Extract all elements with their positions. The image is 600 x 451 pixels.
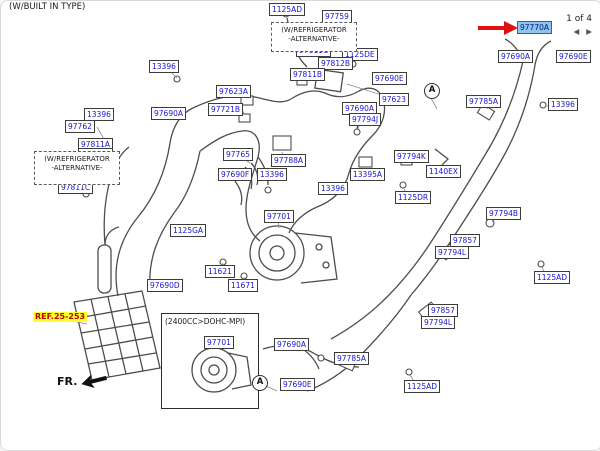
engine-variant-inset-box bbox=[161, 313, 259, 409]
group-note-line: (W/REFRIGERATOR bbox=[281, 26, 347, 34]
part-label-11621[interactable]: 11621 bbox=[205, 265, 235, 278]
refrigerator-alternative-group: (W/REFRIGERATOR-ALTERNATIVE- bbox=[271, 22, 357, 52]
pagination: 1 of 4 ◀ ▶ bbox=[566, 14, 592, 36]
part-label-97721b[interactable]: 97721B bbox=[208, 103, 244, 116]
part-label-97701[interactable]: 97701 bbox=[264, 210, 294, 223]
part-label-97794l[interactable]: 97794L bbox=[421, 316, 456, 329]
part-label-97785a[interactable]: 97785A bbox=[334, 352, 369, 365]
part-label-97788a[interactable]: 97788A bbox=[271, 154, 306, 167]
part-label-97690e[interactable]: 97690E bbox=[280, 378, 315, 391]
part-label-97857[interactable]: 97857 bbox=[450, 234, 480, 247]
part-label-97690e[interactable]: 97690E bbox=[556, 50, 591, 63]
part-label-13395a[interactable]: 13395A bbox=[350, 168, 385, 181]
detail-marker-a: A bbox=[424, 83, 440, 99]
fr-label: FR. bbox=[57, 374, 78, 388]
part-label-97690f[interactable]: 97690F bbox=[218, 168, 253, 181]
part-label-97770a[interactable]: 97770A bbox=[517, 21, 552, 34]
part-label-97857[interactable]: 97857 bbox=[428, 304, 458, 317]
detail-marker-a: A bbox=[252, 375, 268, 391]
part-label-97762[interactable]: 97762 bbox=[65, 120, 95, 133]
group-note-line: -ALTERNATIVE- bbox=[51, 164, 103, 173]
part-label-11671[interactable]: 11671 bbox=[228, 279, 258, 292]
part-label-97690d[interactable]: 97690D bbox=[147, 279, 183, 292]
part-label-97794l[interactable]: 97794L bbox=[435, 246, 470, 259]
part-label-97794j[interactable]: 97794J bbox=[349, 113, 382, 126]
part-label-1125dr[interactable]: 1125DR bbox=[395, 191, 432, 204]
part-label-97759[interactable]: 97759 bbox=[322, 10, 352, 23]
page-indicator: 1 of 4 bbox=[566, 14, 592, 24]
part-label-1125ad[interactable]: 1125AD bbox=[269, 3, 305, 16]
prev-page-button[interactable]: ◀ bbox=[573, 27, 580, 36]
part-label-97811b[interactable]: 97811B bbox=[290, 68, 326, 81]
selection-arrow-icon bbox=[478, 21, 518, 35]
part-label-97690a[interactable]: 97690A bbox=[274, 338, 309, 351]
part-label-97785a[interactable]: 97785A bbox=[466, 95, 501, 108]
part-label-97794k[interactable]: 97794K bbox=[394, 150, 429, 163]
part-label-97690a[interactable]: 97690A bbox=[498, 50, 533, 63]
part-label-97794b[interactable]: 97794B bbox=[486, 207, 522, 220]
part-label-13396[interactable]: 13396 bbox=[149, 60, 179, 73]
part-label-2400ccdohcmpi: (2400CC>DOHC-MPI) bbox=[165, 317, 246, 326]
part-label-97623[interactable]: 97623 bbox=[379, 93, 409, 106]
part-label-13396[interactable]: 13396 bbox=[318, 182, 348, 195]
compressor bbox=[249, 225, 338, 284]
part-label-97690e[interactable]: 97690E bbox=[372, 72, 407, 85]
part-label-1125ad[interactable]: 1125AD bbox=[404, 380, 440, 393]
part-label-97812b[interactable]: 97812B bbox=[318, 57, 354, 70]
part-label-13396[interactable]: 13396 bbox=[548, 98, 578, 111]
part-label-13396[interactable]: 13396 bbox=[257, 168, 287, 181]
part-label-97765[interactable]: 97765 bbox=[223, 148, 253, 161]
fr-direction-arrow-icon bbox=[81, 374, 108, 389]
part-label-97690a[interactable]: 97690A bbox=[151, 107, 186, 120]
part-label-1140ex[interactable]: 1140EX bbox=[426, 165, 461, 178]
group-note-line: (W/REFRIGERATOR bbox=[44, 155, 110, 163]
part-label-1125ga[interactable]: 1125GA bbox=[170, 224, 207, 237]
part-label-wbuiltintype: (W/BUILT IN TYPE) bbox=[9, 2, 86, 12]
part-label-ref25253[interactable]: REF.25-253 bbox=[33, 312, 88, 322]
part-label-97623a[interactable]: 97623A bbox=[216, 85, 251, 98]
part-label-13396[interactable]: 13396 bbox=[84, 108, 114, 121]
refrigerator-alternative-group: (W/REFRIGERATOR-ALTERNATIVE- bbox=[34, 151, 120, 185]
part-label-97701[interactable]: 97701 bbox=[204, 336, 234, 349]
part-label-1125ad[interactable]: 1125AD bbox=[534, 271, 570, 284]
front-direction-indicator: FR. bbox=[57, 372, 108, 390]
next-page-button[interactable]: ▶ bbox=[586, 27, 592, 36]
group-note-line: -ALTERNATIVE- bbox=[288, 35, 340, 44]
